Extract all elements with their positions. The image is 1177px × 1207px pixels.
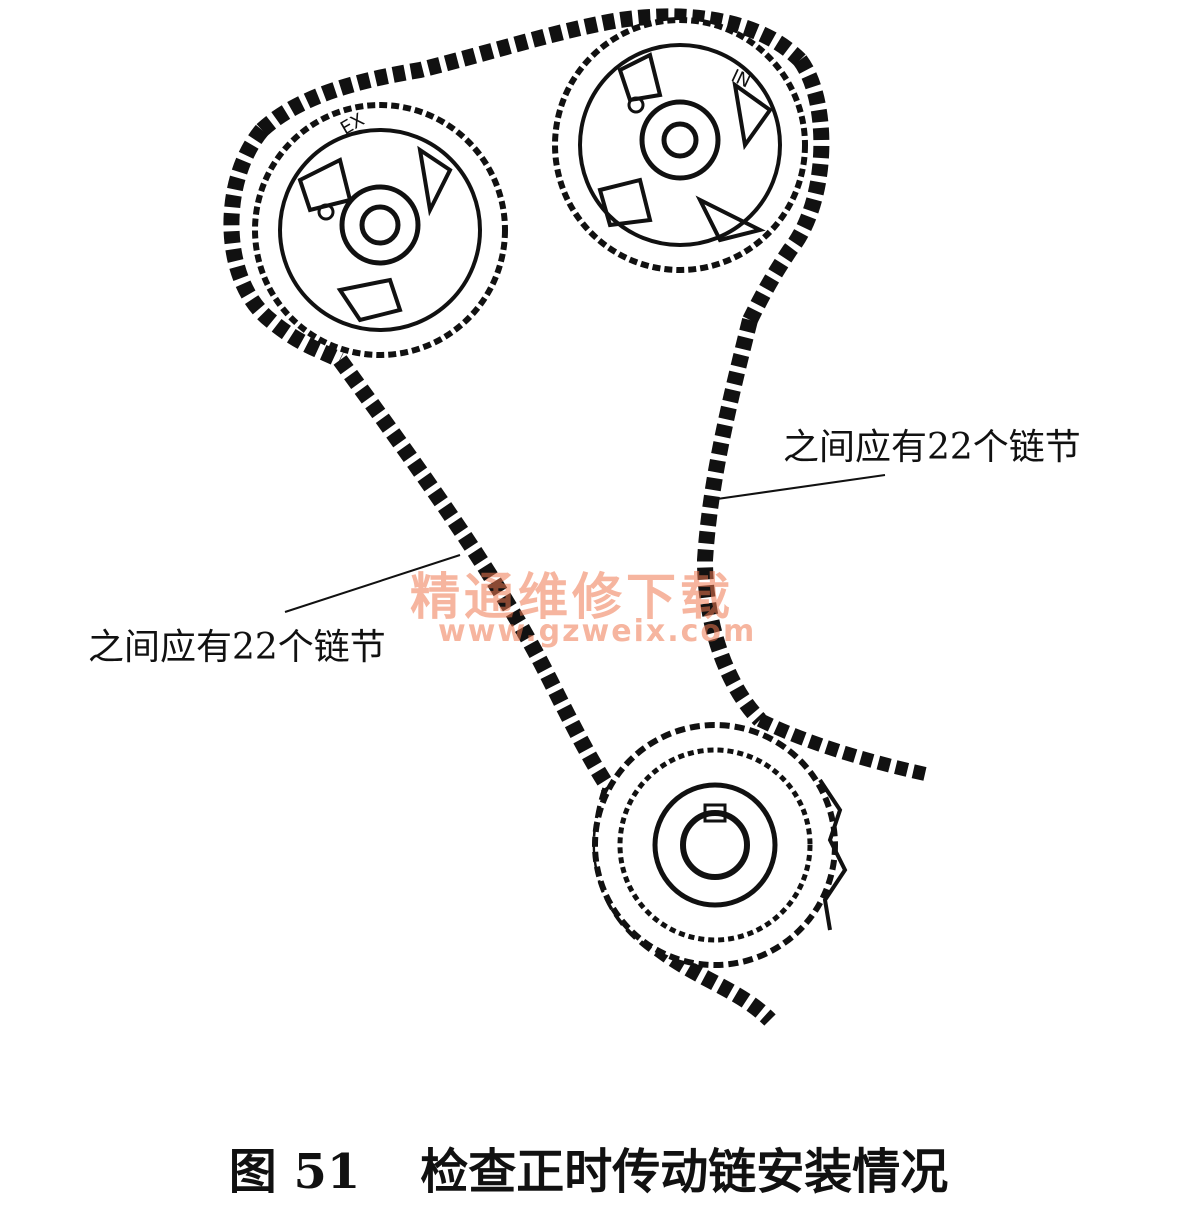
chain-right-run xyxy=(696,318,766,726)
chain-link-note-right: 之间应有22个链节 xyxy=(783,427,1081,468)
sprocket-left: EX xyxy=(252,102,508,358)
figure-caption: 图 51 检查正时传动链安装情况 xyxy=(0,1132,1177,1202)
chain-tensioner-run xyxy=(756,713,932,782)
chain-top-run xyxy=(256,8,806,136)
figure-number: 图 51 xyxy=(228,1144,361,1200)
sprocket-right: IN xyxy=(552,17,808,273)
watermark-url: www.gzweix.com xyxy=(438,614,757,649)
watermark-text: 精通维修下载 xyxy=(410,568,734,626)
leader-line-right xyxy=(709,474,886,501)
chain-left-run xyxy=(333,355,617,795)
sprocket-crank xyxy=(592,722,848,968)
chain-right-wrap xyxy=(742,55,830,324)
chain-left-wrap xyxy=(223,124,344,368)
leader-line-left xyxy=(284,554,461,613)
chain-link-note-left: 之间应有22个链节 xyxy=(88,627,386,668)
figure-title: 检查正时传动链安装情况 xyxy=(420,1144,949,1200)
